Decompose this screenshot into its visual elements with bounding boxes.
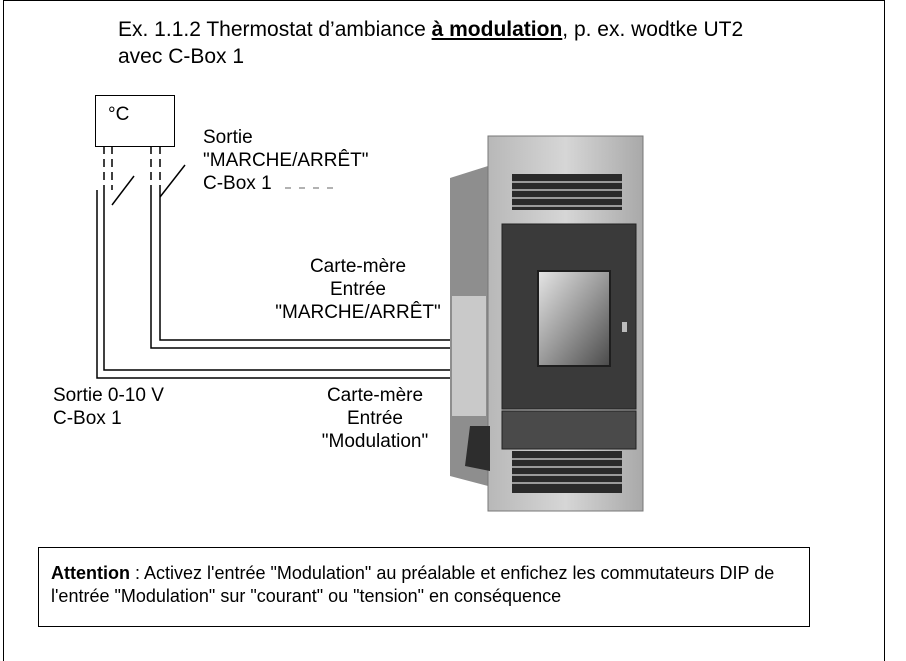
attention-body: : Activez l'entrée "Modulation" au préal… [51,563,775,606]
thermostat-unit: °C [108,104,130,125]
thermostat-box: °C [95,95,175,147]
label-line: Sortie 0-10 V [53,385,164,406]
frame-border [3,0,885,661]
wire-marche-outer [150,190,460,349]
label-line: C-Box 1 [53,408,122,429]
title-suffix: , p. ex. wodtke UT2 [562,18,744,41]
label-line: "MARCHE/ARRÊT" [275,302,441,323]
label-line: Carte-mère [326,385,424,406]
label-line: "MARCHE/ARRÊT" [203,150,369,171]
label-line: "Modulation" [321,431,429,452]
wire-marche-inner [159,190,460,341]
label-sortie-marche-arret: Sortie "MARCHE/ARRÊT" C-Box 1 [203,126,369,195]
diagram-title: Ex. 1.1.2 Thermostat d’ambiance à modula… [118,16,743,70]
pellet-stove-image [450,135,644,512]
attention-label: Attention [51,563,130,583]
label-carte-mere-marche-arret: Carte-mère Entrée "MARCHE/ARRÊT" [258,255,458,324]
label-carte-mere-modulation: Carte-mère Entrée "Modulation" [305,384,445,453]
title-prefix: Ex. 1.1.2 Thermostat d’ambiance [118,18,432,41]
label-line: Carte-mère [309,256,407,277]
label-sortie-0-10: Sortie 0-10 V C-Box 1 [53,384,164,430]
label-line: Entrée [330,279,386,300]
title-line2: avec C-Box 1 [118,45,245,68]
title-emphasis: à modulation [431,18,563,41]
attention-note: Attention : Activez l'entrée "Modulation… [38,547,810,627]
wire-modulation-inner [103,190,460,371]
label-line: Sortie [203,127,253,148]
switch-contact-marche [159,164,186,198]
attention-note-text: Attention : Activez l'entrée "Modulation… [51,562,803,608]
label-line: C-Box 1 [203,173,272,194]
diagram-frame: Ex. 1.1.2 Thermostat d’ambiance à modula… [3,0,885,661]
label-line: Entrée [347,408,403,429]
wire-modulation-outer [96,190,460,379]
switch-contact-modulation [111,175,135,206]
wiring-diagram [96,146,460,379]
